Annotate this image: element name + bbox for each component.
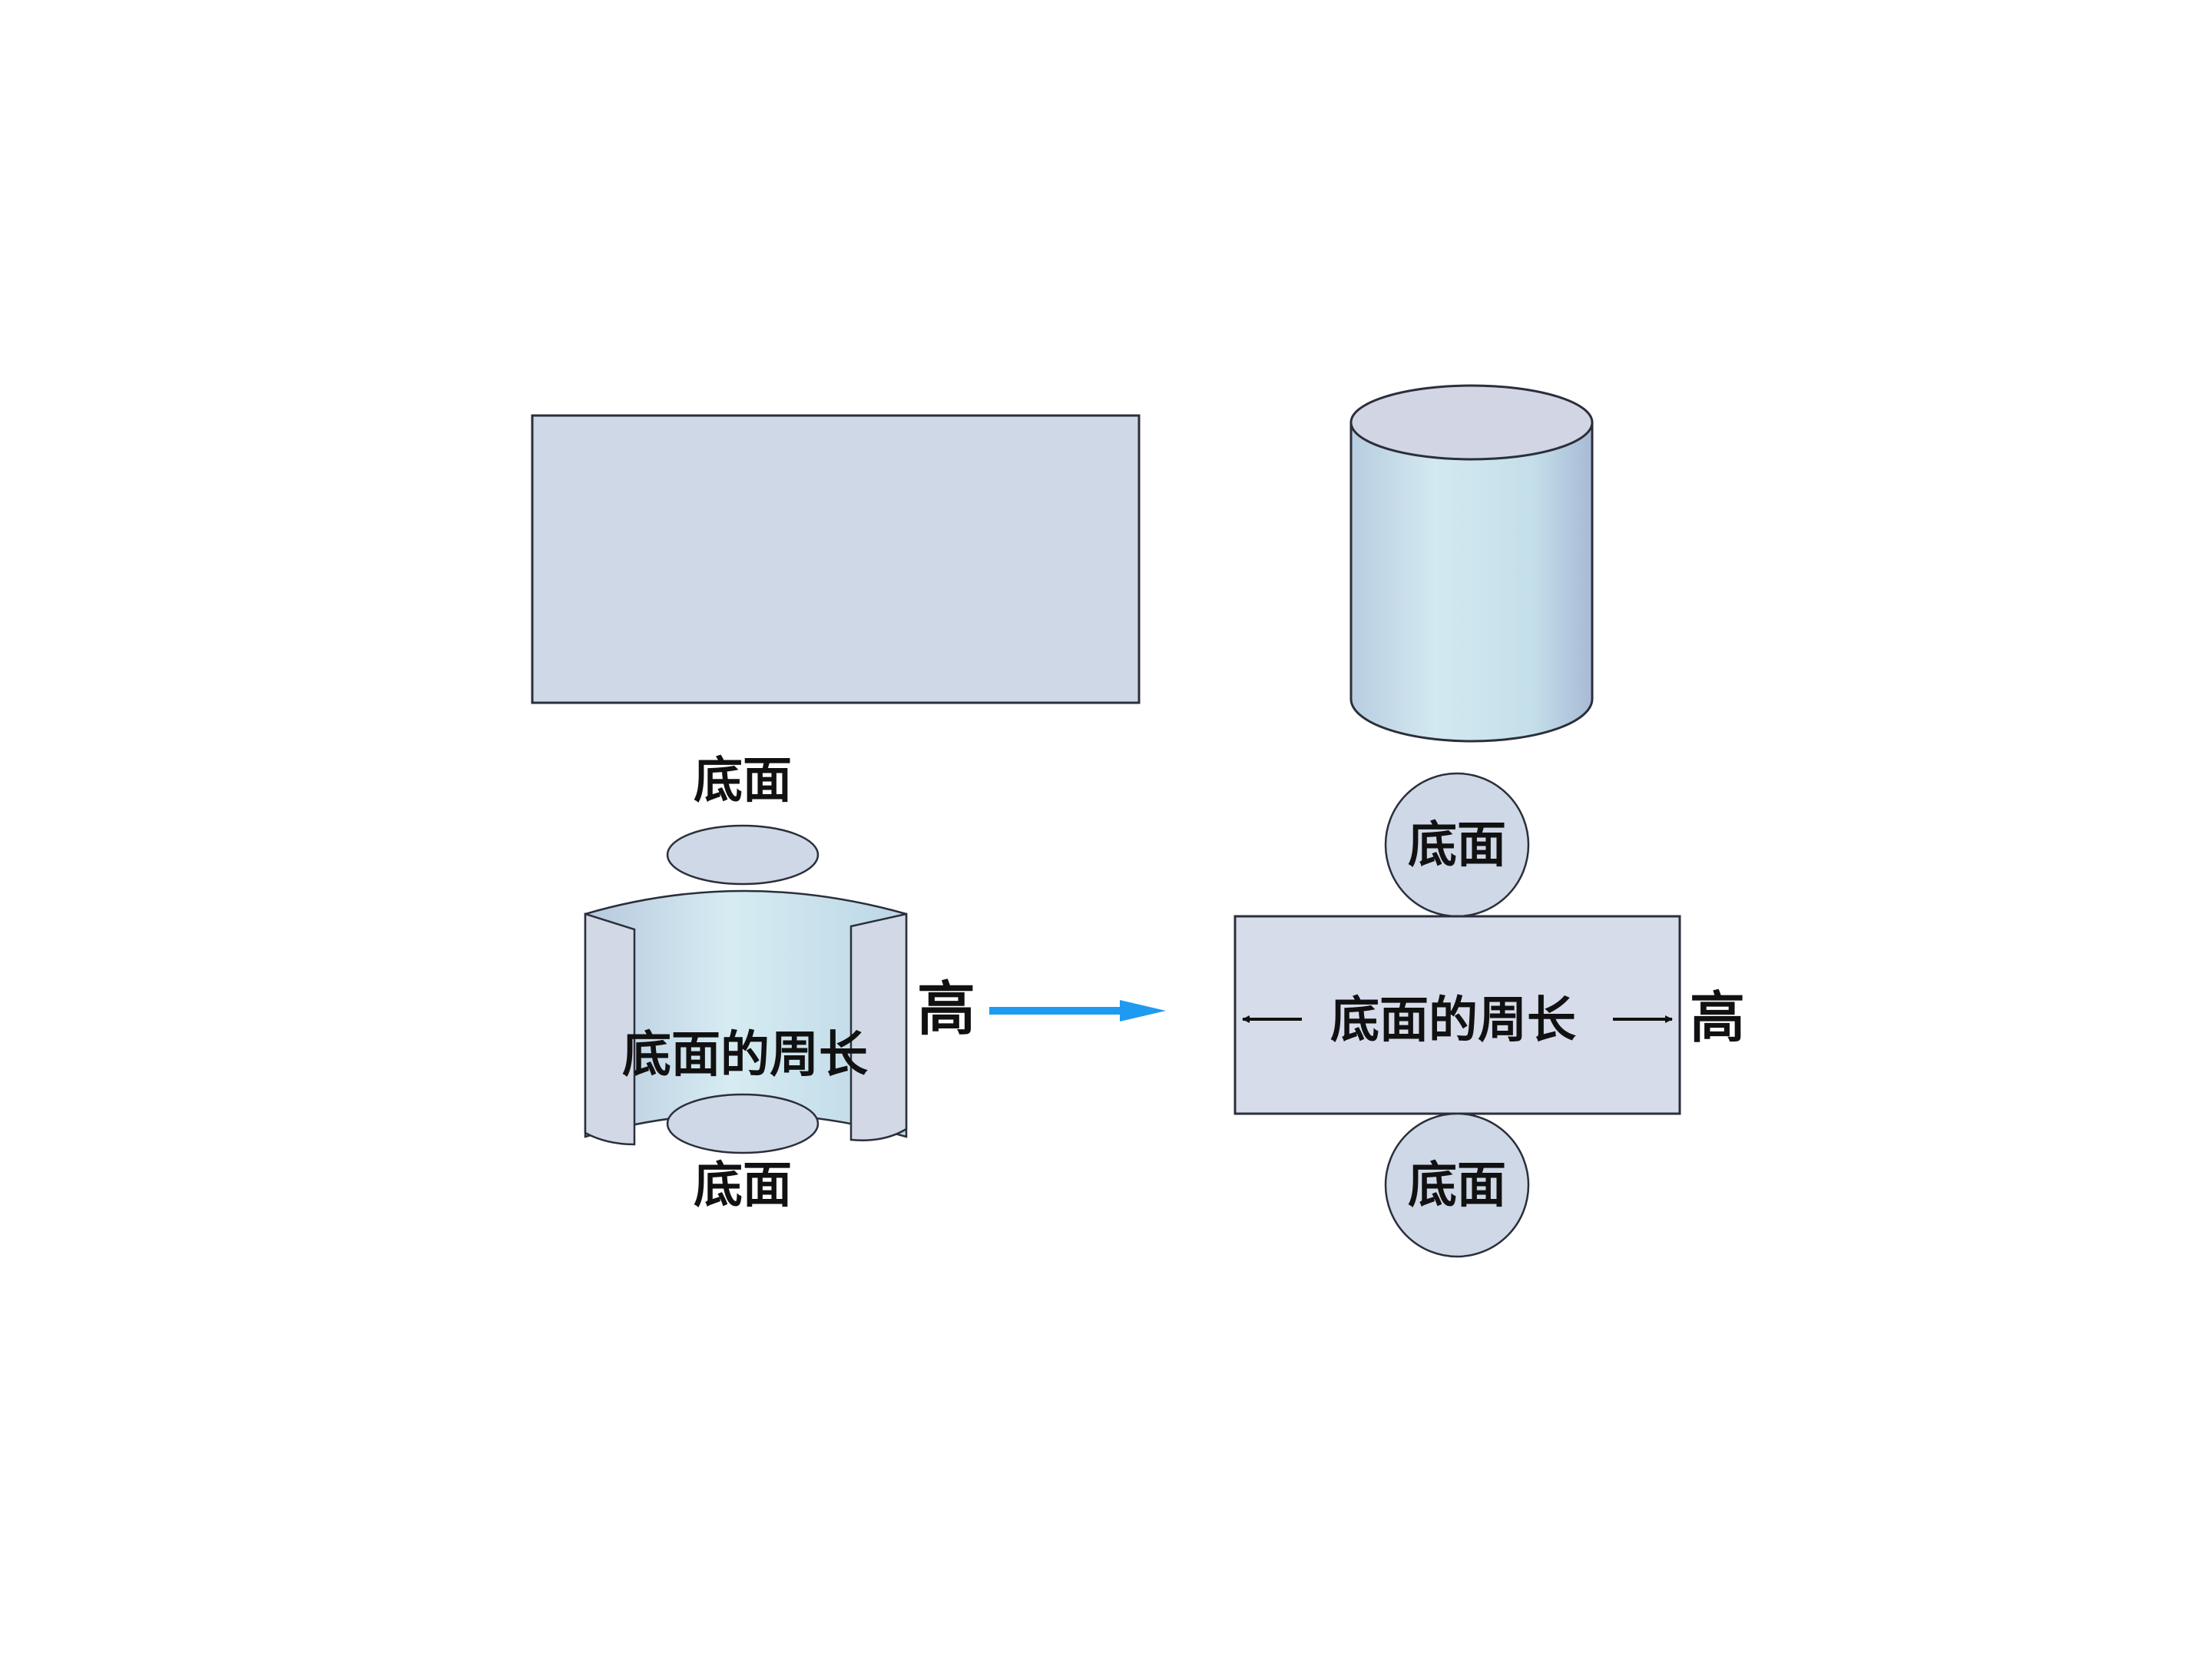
net-lateral-rectangle (1233, 915, 1681, 1115)
top-base-ellipse (666, 824, 820, 886)
circumference-label-left: 底面的周长 (622, 1026, 868, 1084)
cylinder (1349, 384, 1594, 743)
base-bottom-label: 底面 (694, 1157, 792, 1214)
height-label-left: 高 (917, 975, 975, 1043)
transform-arrow (989, 1000, 1166, 1022)
net-base-bottom-label: 底面 (1408, 1157, 1506, 1214)
net-base-bottom-circle (1384, 1112, 1530, 1258)
unrolling-cylinder (584, 824, 908, 1154)
base-top-label: 底面 (694, 752, 792, 810)
bottom-base-ellipse (666, 1093, 820, 1154)
net-base-top-label: 底面 (1408, 816, 1506, 874)
height-label-net: 高 (1690, 985, 1745, 1050)
unrolled-rectangle (531, 414, 1141, 704)
circumference-label-net: 底面的周长 (1330, 992, 1576, 1049)
